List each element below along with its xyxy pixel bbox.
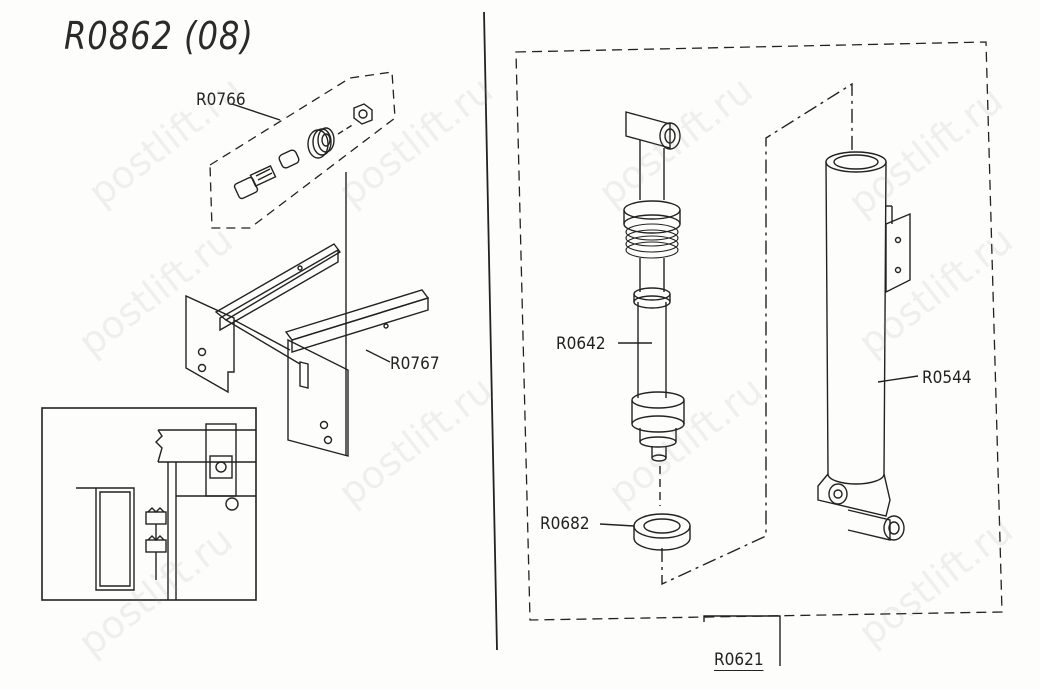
diagram-title: R0862 (08) bbox=[64, 14, 254, 58]
kit-envelope bbox=[209, 71, 396, 229]
washer-leader bbox=[599, 523, 635, 527]
washer-axis bbox=[661, 82, 853, 586]
cylinder-leader bbox=[877, 375, 919, 383]
washer-part bbox=[633, 513, 691, 551]
bolt-part bbox=[233, 164, 277, 200]
label-r0621: R0621 bbox=[714, 650, 764, 671]
kit-axis bbox=[337, 123, 355, 135]
assembly-envelope bbox=[515, 41, 1003, 621]
cylinder-part bbox=[817, 151, 911, 541]
inset-detail-box bbox=[41, 407, 257, 601]
label-r0767: R0767 bbox=[390, 354, 440, 374]
kit-leader bbox=[231, 103, 281, 121]
assembly-bracket bbox=[703, 615, 781, 666]
divider-line bbox=[483, 11, 498, 651]
piston-rod-part bbox=[623, 111, 685, 462]
nut-part bbox=[353, 103, 373, 125]
spring-part bbox=[307, 127, 335, 159]
inset-detail bbox=[76, 423, 256, 600]
label-r0766: R0766 bbox=[196, 90, 246, 110]
label-r0642: R0642 bbox=[556, 334, 606, 354]
label-r0544: R0544 bbox=[922, 368, 972, 388]
sleeve-part bbox=[278, 149, 300, 169]
bracket-part bbox=[185, 172, 430, 457]
label-r0682: R0682 bbox=[540, 514, 590, 534]
bracket-leader bbox=[365, 349, 391, 363]
